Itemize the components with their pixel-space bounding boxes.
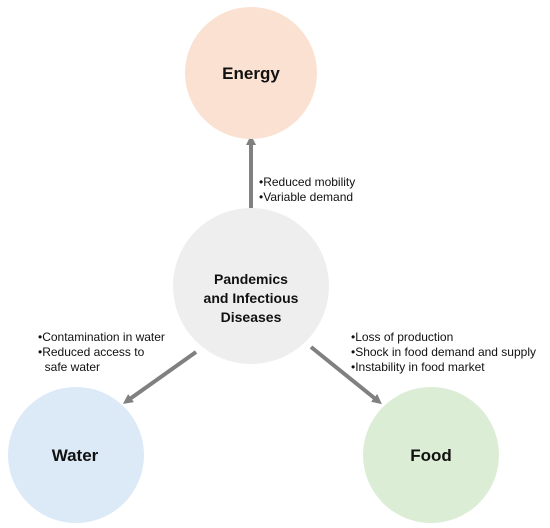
water-circle bbox=[8, 387, 144, 523]
center-circle bbox=[173, 208, 329, 364]
food-impact-3: •Instability in food market bbox=[351, 360, 485, 374]
energy-impact-2: •Variable demand bbox=[259, 190, 353, 204]
energy-label: Energy bbox=[222, 64, 280, 83]
center-label-line-2: and Infectious bbox=[204, 290, 299, 306]
water-impact-2: •Reduced access to bbox=[38, 345, 145, 359]
center-label-line-1: Pandemics bbox=[214, 271, 288, 287]
energy-node: Energy bbox=[185, 7, 317, 139]
food-impact-2: •Shock in food demand and supply bbox=[351, 345, 536, 359]
food-circle bbox=[363, 387, 499, 523]
water-node: Water bbox=[8, 387, 144, 523]
water-impact-1: •Contamination in water bbox=[38, 330, 165, 344]
water-label: Water bbox=[52, 446, 99, 465]
arrow-to-water bbox=[122, 350, 198, 404]
energy-impact-1: •Reduced mobility bbox=[259, 175, 355, 189]
food-node: Food bbox=[363, 387, 499, 523]
center-node: Pandemics and Infectious Diseases bbox=[173, 208, 329, 364]
water-impact-3: safe water bbox=[38, 360, 100, 374]
food-impact-1: •Loss of production bbox=[351, 330, 453, 344]
arrow-to-food bbox=[309, 345, 382, 405]
energy-circle bbox=[185, 7, 317, 139]
center-label-line-3: Diseases bbox=[221, 309, 282, 325]
food-label: Food bbox=[410, 446, 452, 465]
